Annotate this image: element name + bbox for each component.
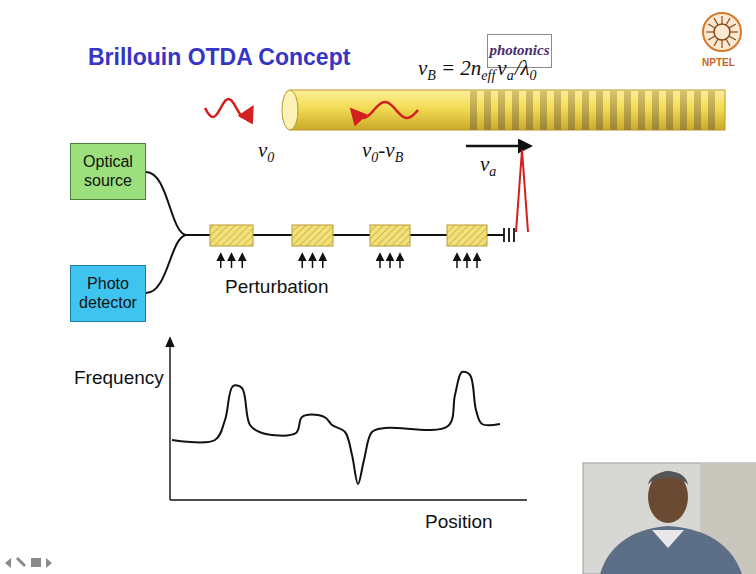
nptel-logo	[703, 13, 741, 51]
detector-box: Photo detector	[70, 265, 146, 322]
frequency-curve	[172, 372, 500, 484]
formula-subscript: a	[507, 69, 514, 83]
slide-title: Brillouin OTDA Concept	[88, 46, 350, 69]
coupler-line	[146, 172, 186, 235]
grating-band	[582, 90, 589, 130]
coupler-line	[146, 235, 186, 293]
velocity-symbol: v	[480, 154, 489, 175]
grating-band	[610, 90, 617, 130]
formula-symbol: = 2n	[441, 58, 481, 79]
perturbation-zones	[210, 225, 487, 268]
frequency-subscript: 0	[371, 151, 378, 165]
frequency-symbol: -ν	[378, 140, 394, 161]
formula-symbol: ν	[418, 58, 427, 79]
grating-band	[596, 90, 603, 130]
formula-symbol: v	[497, 58, 506, 79]
grating-band	[512, 90, 519, 130]
logo-text: NPTEL	[702, 58, 735, 68]
frequency-subscript: 0	[267, 151, 274, 165]
presenter-video	[583, 463, 756, 574]
fiber-end	[504, 228, 514, 242]
grating-band	[652, 90, 659, 130]
grating-band	[694, 90, 701, 130]
grating-band	[708, 90, 715, 130]
source-box: Optical source	[70, 143, 146, 200]
nav-icons	[5, 557, 52, 568]
grating-band	[624, 90, 631, 130]
grating-band	[554, 90, 561, 130]
perturbation-zone	[370, 225, 410, 268]
perturbation-label: Perturbation	[225, 277, 329, 296]
axis-label: Position	[425, 512, 493, 531]
frequency-symbol: ν	[258, 140, 267, 161]
formula-subscript: B	[427, 69, 436, 83]
velocity-subscript: a	[489, 165, 496, 179]
incident-wave	[205, 99, 252, 117]
formula-symbol: /λ	[515, 58, 530, 79]
zoom-lines	[516, 150, 528, 232]
perturbation-zone	[447, 225, 487, 268]
perturbation-zone	[210, 225, 253, 268]
grating-band	[540, 90, 547, 130]
grating-band	[498, 90, 505, 130]
frequency-subscript: B	[395, 151, 404, 165]
perturbation-zone	[292, 225, 333, 268]
fiber-illustration	[282, 90, 725, 130]
grating-band	[484, 90, 491, 130]
grating-band	[526, 90, 533, 130]
node-text: Photo detector	[75, 275, 141, 312]
grating-bands	[470, 90, 715, 130]
grating-band	[568, 90, 575, 130]
grating-band	[470, 90, 477, 130]
grating-band	[680, 90, 687, 130]
graph-axes	[166, 338, 527, 500]
backscatter-wave	[352, 102, 418, 118]
formula-subscript: 0	[530, 69, 537, 83]
formula-subscript: eff	[481, 69, 495, 83]
grating-band	[666, 90, 673, 130]
velocity-arrow	[466, 145, 530, 148]
axis-label: Frequency	[74, 368, 164, 387]
grating-band	[638, 90, 645, 130]
frequency-symbol: ν	[362, 140, 371, 161]
node-text: Optical source	[75, 153, 141, 190]
